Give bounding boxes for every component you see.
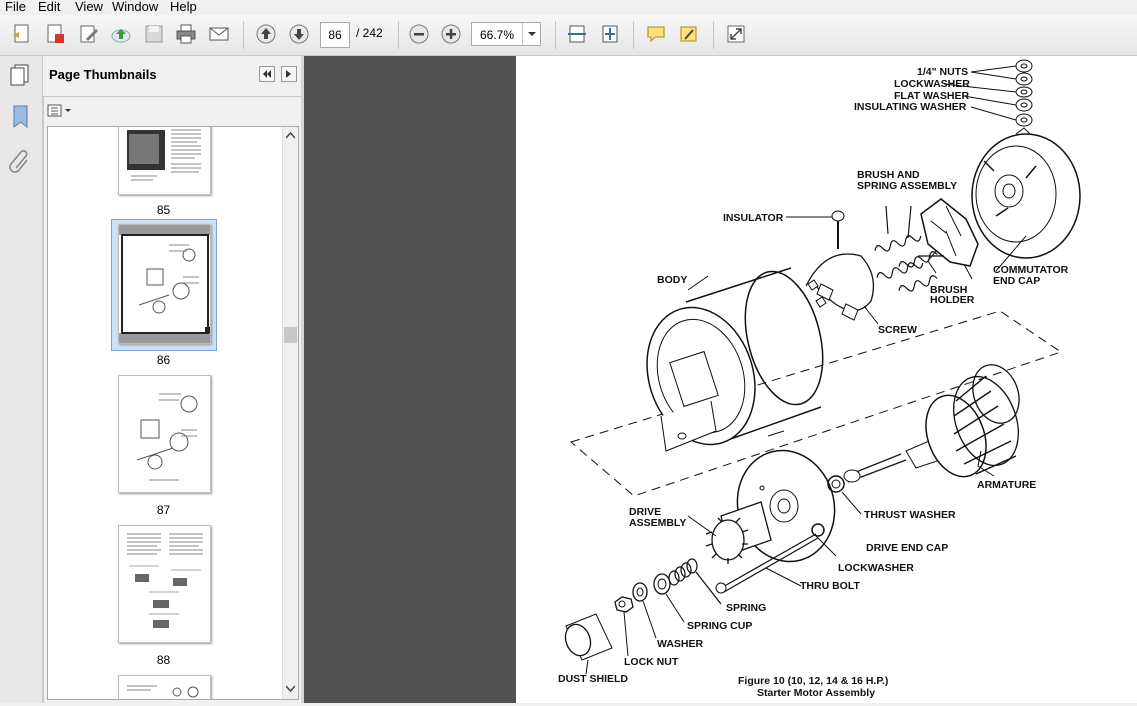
figure-caption-line1: Figure 10 (10, 12, 14 & 16 H.P.) [738,675,889,687]
figure-caption-line2: Starter Motor Assembly [757,687,876,699]
menu-bar: File Edit View Window Help [0,0,1137,15]
panel-header: Page Thumbnails [43,56,301,96]
label-insulating-washer: INSULATING WASHER [854,101,967,113]
drive-assembly [687,501,772,564]
menu-window[interactable]: Window [112,0,159,14]
thumbnail-label-87: 87 [156,503,171,517]
label-nuts: 1/4" NUTS [917,66,969,78]
panel-title: Page Thumbnails [49,67,157,82]
expand-icon[interactable] [723,21,749,47]
label-lockwasher-top: LOCKWASHER [894,78,970,90]
open-icon[interactable] [9,21,35,47]
zoom-level-field[interactable]: 66.7% [471,22,541,46]
next-page-icon[interactable] [286,21,312,47]
zoom-out-icon[interactable] [406,21,432,47]
motor-body [646,267,824,452]
page-total: / 242 [356,26,383,40]
label-drive-end-cap: DRIVE END CAP [866,542,949,554]
label-brush-holder-1: BRUSH [930,284,968,296]
thumbnail-label-88: 88 [156,653,171,667]
fit-page-icon[interactable] [597,21,623,47]
commutator-end-cap [971,127,1081,272]
document-page: 1/4" NUTS LOCKWASHER FLAT WASHER INSULAT… [516,56,1137,703]
label-spring: SPRING [726,602,767,614]
label-flat-washer: FLAT WASHER [894,90,970,102]
label-screw: SCREW [878,324,918,336]
collapse-panel-icon[interactable] [259,66,275,82]
label-commutator-1: COMMUTATOR [993,264,1069,276]
label-washer: WASHER [657,638,704,650]
bookmarks-icon[interactable] [8,104,34,133]
label-dust-shield: DUST SHIELD [558,673,629,685]
label-thru-bolt: THRU BOLT [800,580,860,592]
label-lockwasher-bottom: LOCKWASHER [838,562,914,574]
upload-icon[interactable] [108,21,134,47]
menu-edit[interactable]: Edit [38,0,61,14]
dust-shield [564,613,613,675]
menu-file[interactable]: File [5,0,26,14]
label-brush-spring-2: SPRING ASSEMBLY [857,180,958,192]
pages-icon[interactable] [8,62,34,91]
nut-stack [943,59,1033,127]
scroll-down-icon[interactable] [286,685,295,693]
document-background [304,56,516,703]
thumbnail-page-87[interactable] [118,375,211,493]
label-brush-holder-2: HOLDER [930,294,975,306]
thumbnail-options-icon[interactable] [47,102,73,120]
panel-splitter[interactable] [301,56,304,703]
label-drive-assembly-1: DRIVE [629,506,662,518]
label-drive-assembly-2: ASSEMBLY [629,517,687,529]
label-armature: ARMATURE [977,479,1037,491]
insulator-assembly [786,210,879,325]
label-brush-spring-1: BRUSH AND [857,169,920,181]
print-icon[interactable] [173,21,199,47]
scroll-up-icon[interactable] [286,131,295,139]
armature [843,364,1020,483]
label-lock-nut: LOCK NUT [624,656,679,668]
zoom-dropdown-icon[interactable] [522,23,541,45]
email-icon[interactable] [206,21,232,47]
starter-motor-diagram [564,59,1081,675]
page-number-input[interactable]: 86 [320,22,350,48]
highlight-icon[interactable] [676,21,702,47]
label-spring-cup: SPRING CUP [687,620,753,632]
fit-width-icon[interactable] [564,21,590,47]
navigation-rail [0,56,43,703]
panel-next-icon[interactable] [281,66,297,82]
thumbnail-list: 85 86 87 88 [47,126,299,700]
scrollbar-thumb[interactable] [284,327,297,343]
thumbnail-label-85: 85 [156,203,171,217]
label-thrust-washer: THRUST WASHER [864,509,956,521]
thumbnail-scrollbar[interactable] [282,127,298,699]
thumbnail-page-86[interactable] [118,224,211,344]
edit-icon[interactable] [76,21,102,47]
label-body: BODY [657,274,688,286]
thumbnail-label-86: 86 [156,353,171,367]
previous-page-icon[interactable] [253,21,279,47]
thumbnail-page-89[interactable] [118,675,211,699]
menu-view[interactable]: View [75,0,103,14]
attachments-icon[interactable] [8,148,34,177]
menu-help[interactable]: Help [170,0,197,14]
create-pdf-icon[interactable] [42,21,68,47]
toolbar: 86 / 242 66.7% [0,15,1137,56]
label-insulator: INSULATOR [723,212,784,224]
label-commutator-2: END CAP [993,275,1041,287]
brush-springs [874,205,944,292]
thumbnail-page-88[interactable] [118,525,211,643]
save-icon[interactable] [141,21,167,47]
page-thumbnails-panel: Page Thumbnails 85 86 [43,56,301,703]
thumbnail-page-85[interactable] [118,127,211,195]
comment-icon[interactable] [643,21,669,47]
zoom-in-icon[interactable] [438,21,464,47]
